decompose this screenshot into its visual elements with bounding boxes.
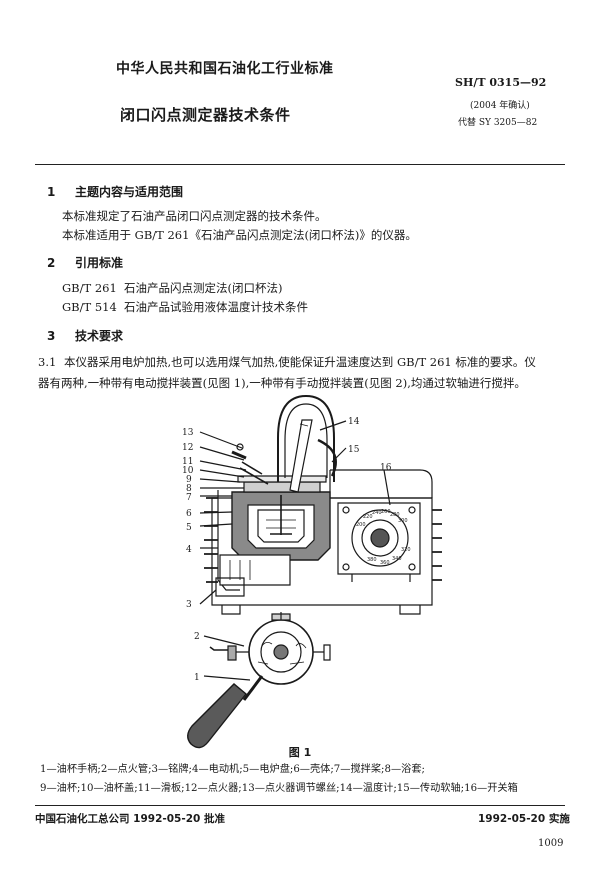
document-title: 闭口闪点测定器技术条件 [120,106,291,124]
reference-title: 石油产品试验用液体温度计技术条件 [124,300,308,314]
callout-14: 14 [348,417,360,427]
replaces-note: 代替 SY 3205—82 [458,118,538,128]
dial-number: 260 [381,509,391,515]
callout-8: 8 [186,484,192,494]
callout-12: 12 [182,443,193,453]
callout-11: 11 [182,457,193,467]
callout-4: 4 [186,545,192,555]
section-2-heading: 2 引用标准 [47,254,123,271]
callout-13: 13 [182,428,194,438]
callout-6: 6 [186,509,192,519]
callout-7: 7 [186,493,192,503]
section-number: 2 [47,256,56,270]
section-number: 1 [47,185,56,199]
dial-number: 300 [398,518,408,524]
figure-legend-line-1: 1—油杯手柄;2—点火管;3—铭牌;4—电动机;5—电炉盘;6—壳体;7—搅拌桨… [40,764,425,775]
callout-9: 9 [186,475,192,485]
footer-rule [35,805,565,806]
callout-10: 10 [182,466,194,476]
section-title: 技术要求 [75,329,124,343]
dial-number: 360 [380,560,390,566]
effective-date: 1992-05-20 实施 [478,813,570,825]
reference-item: GB/T 514 石油产品试验用液体温度计技术条件 [62,299,308,315]
dial-number: 240 [372,510,382,516]
paragraph: 本标准适用于 GB/T 261《石油产品闪点测定法(闭口杯法)》的仪器。 [62,228,417,242]
clause-3-1-line-1: 3.1 本仪器采用电炉加热,也可以选用煤气加热,使能保证升温速度达到 GB/T 2… [38,354,536,370]
section-title: 主题内容与适用范围 [75,185,184,199]
figure-caption: 图 1 [288,746,312,759]
clause-number: 3.1 [38,355,57,369]
section-title: 引用标准 [75,256,124,270]
header-rule [35,164,565,165]
issuing-body-title: 中华人民共和国石油化工行业标准 [116,61,334,77]
reference-code: GB/T 261 [62,281,117,295]
dial-number: 380 [367,557,377,563]
section-3-heading: 3 技术要求 [47,327,123,344]
dial-number: 220 [363,514,373,520]
section-number: 3 [47,329,56,343]
page-number: 1009 [538,838,564,849]
callout-2: 2 [194,632,200,642]
reaffirm-note: (2004 年确认) [470,101,530,111]
paragraph: 本标准规定了石油产品闭口闪点测定器的技术条件。 [62,209,327,223]
figure-legend-line-2: 9—油杯;10—油杯盖;11—滑板;12—点火器;13—点火器调节螺丝;14—温… [40,783,518,794]
clause-3-1-line-2: 器有两种,一种带有电动搅拌装置(见图 1),一种带有手动搅拌装置(见图 2),均… [38,376,526,390]
callout-1: 1 [194,673,200,683]
reference-title: 石油产品闪点测定法(闭口杯法) [124,281,283,295]
section-1-heading: 1 主题内容与适用范围 [47,183,183,200]
dial-number: 200 [356,522,366,528]
dial-number: 320 [401,547,411,553]
standard-code: SH/T 0315—92 [455,76,547,89]
dial-number: 280 [390,512,400,518]
callout-15: 15 [348,445,360,455]
clause-text: 本仪器采用电炉加热,也可以选用煤气加热,使能保证升温速度达到 GB/T 261 … [64,355,536,369]
callout-5: 5 [186,523,192,533]
reference-code: GB/T 514 [62,300,117,314]
callout-16: 16 [380,463,392,473]
callout-3: 3 [186,600,192,610]
approval-note: 中国石油化工总公司 1992-05-20 批准 [35,813,225,825]
reference-item: GB/T 261 石油产品闪点测定法(闭口杯法) [62,280,282,296]
dial-number: 340 [392,556,402,562]
